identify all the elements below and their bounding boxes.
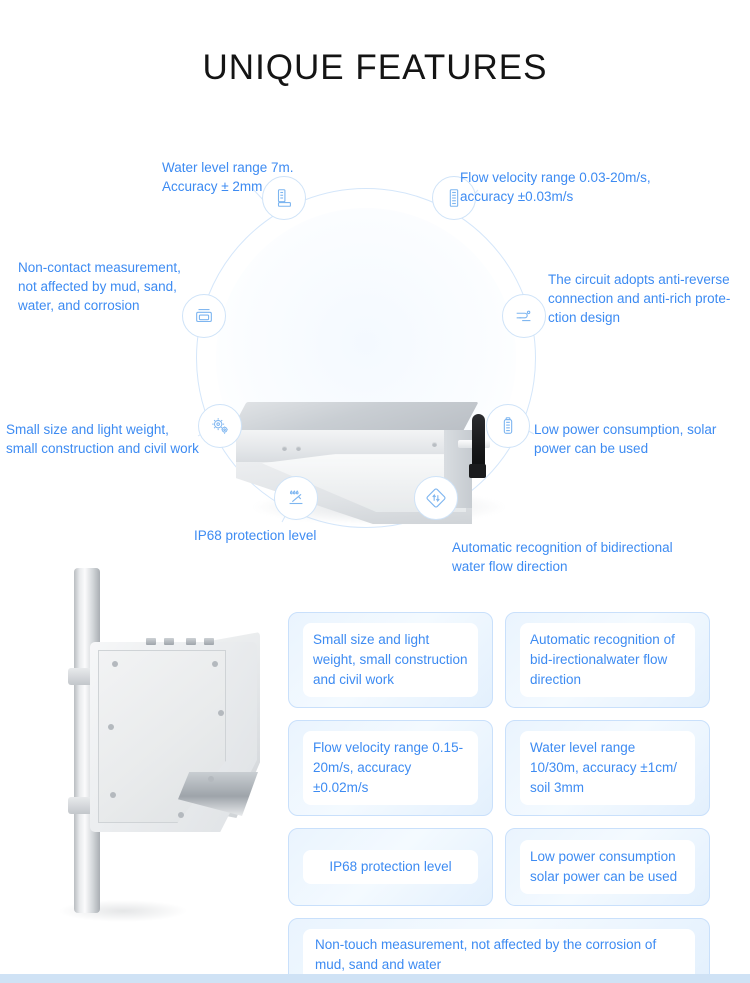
hero-diagram: Water level range 7m. Accuracy ± 2mm Flo… (0, 140, 750, 580)
circuit-icon (502, 294, 546, 338)
feature-label-circuit-protection: The circuit adopts anti-reverse connecti… (548, 272, 731, 325)
waterproof-icon (274, 476, 318, 520)
feature-label-ip68: IP68 protection level (194, 528, 317, 543)
spec-card-non-touch[interactable]: Non-touch measurement, not affected by t… (288, 918, 710, 983)
spec-card-bidirectional[interactable]: Automatic recognition of bid-irectionalw… (505, 612, 710, 708)
device-screw (212, 661, 218, 667)
layers-icon (182, 294, 226, 338)
device-top-connectors (146, 638, 218, 645)
product-screw (296, 446, 301, 451)
antenna-blade (472, 414, 485, 470)
device-screw (108, 724, 114, 730)
measure-scale-icon (432, 176, 476, 220)
feature-label-flow-velocity: Flow velocity range 0.03-20m/s, accuracy… (460, 170, 651, 204)
spec-card-row: Small size and light weight, small const… (288, 612, 710, 708)
battery-icon (486, 404, 530, 448)
spec-card-row: IP68 protection level Low power consumpt… (288, 828, 710, 906)
bidirectional-flow-icon (414, 476, 458, 520)
antenna-base (469, 464, 486, 478)
feature-label-bidirectional: Automatic recognition of bidirectional w… (452, 540, 673, 574)
spec-card-small-size[interactable]: Small size and light weight, small const… (288, 612, 493, 708)
spec-card-low-power[interactable]: Low power consumption solar power can be… (505, 828, 710, 906)
spec-card-text: Water level range 10/30m, accuracy ±1cm/… (520, 731, 695, 805)
spec-card-ip68[interactable]: IP68 protection level (288, 828, 493, 906)
device-screw (112, 661, 118, 667)
device-screw (218, 710, 224, 716)
feature-label-low-power: Low power consumption, solar power can b… (534, 422, 717, 456)
device-screw (110, 792, 116, 798)
product-screw (282, 446, 287, 451)
spec-card-text: Small size and light weight, small const… (303, 623, 478, 697)
connector-pin (146, 638, 156, 645)
product-screw (432, 442, 437, 447)
gears-icon (198, 404, 242, 448)
feature-label-small-size: Small size and light weight, small const… (6, 422, 199, 456)
spec-card-text: IP68 protection level (303, 850, 478, 884)
ruler-icon (262, 176, 306, 220)
feature-label-non-contact: Non-contact measurement, not affected by… (18, 260, 181, 313)
spec-card-row: Non-touch measurement, not affected by t… (288, 918, 710, 983)
device-screw (208, 776, 214, 782)
page-title: UNIQUE FEATURES (202, 48, 548, 87)
spec-card-text: Non-touch measurement, not affected by t… (303, 929, 695, 981)
spec-card-text: Flow velocity range 0.15-20m/s, accuracy… (303, 731, 478, 805)
footer-bar (0, 974, 750, 983)
spec-card-grid: Small size and light weight, small const… (288, 612, 710, 983)
spec-card-text: Low power consumption solar power can be… (520, 840, 695, 894)
spec-card-row: Flow velocity range 0.15-20m/s, accuracy… (288, 720, 710, 816)
connector-pin (204, 638, 214, 645)
device-screw (178, 812, 184, 818)
spec-card-flow-velocity[interactable]: Flow velocity range 0.15-20m/s, accuracy… (288, 720, 493, 816)
connector-pin (186, 638, 196, 645)
diagram-ring-outer (196, 188, 536, 528)
spec-card-text: Automatic recognition of bid-irectionalw… (520, 623, 695, 697)
connector-pin (164, 638, 174, 645)
spec-card-water-level[interactable]: Water level range 10/30m, accuracy ±1cm/… (505, 720, 710, 816)
feature-label-water-level: Water level range 7m. Accuracy ± 2mm (162, 160, 294, 194)
product-photo-pole-mounted (22, 560, 282, 950)
